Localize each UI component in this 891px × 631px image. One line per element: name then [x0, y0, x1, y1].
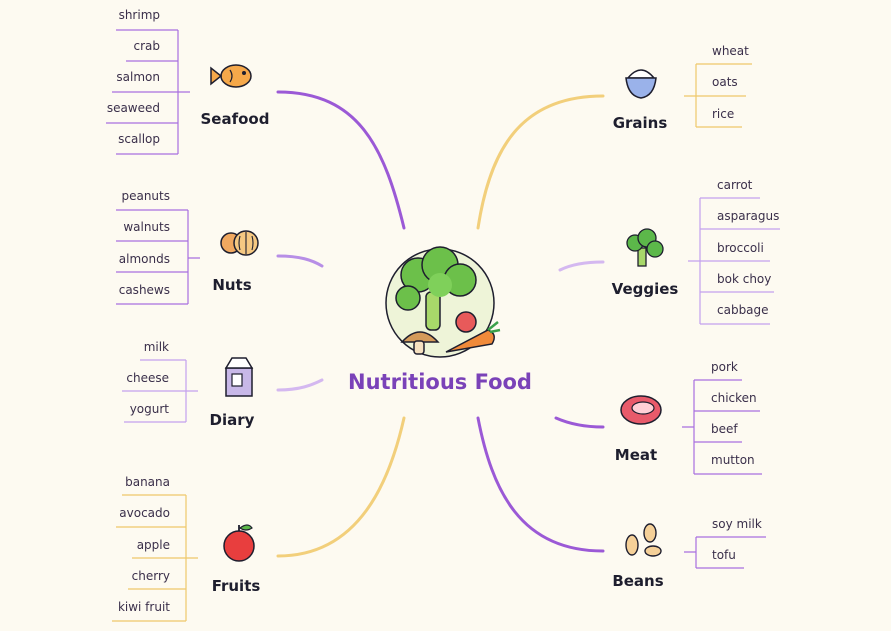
milk-carton-icon	[224, 357, 254, 397]
list-item: chicken	[711, 391, 757, 405]
list-item: oats	[712, 75, 738, 89]
central-veggie-illustration	[385, 246, 501, 358]
branch-seafood	[276, 90, 406, 230]
list-item: tofu	[712, 548, 736, 562]
list-item: mutton	[711, 453, 755, 467]
branch-fruits	[276, 416, 406, 558]
category-beans: Beans	[612, 572, 664, 590]
list-item: salmon	[116, 70, 160, 84]
category-veggies: Veggies	[611, 280, 679, 298]
branch-diary	[276, 378, 324, 392]
list-item: shrimp	[118, 8, 160, 22]
list-item: beef	[711, 422, 738, 436]
beans-icon	[625, 523, 662, 557]
category-nuts: Nuts	[212, 276, 252, 294]
apple-icon	[223, 524, 255, 562]
list-item: pork	[711, 360, 738, 374]
broccoli-icon	[626, 228, 664, 267]
rice-bowl-icon	[625, 69, 657, 99]
branch-grains	[476, 94, 605, 230]
category-grains: Grains	[612, 114, 668, 132]
nut-icon	[220, 230, 259, 256]
category-fruits: Fruits	[211, 577, 261, 595]
central-topic-title: Nutritious Food	[348, 370, 532, 394]
list-item: asparagus	[717, 209, 780, 223]
list-item: banana	[125, 475, 170, 489]
list-item: avocado	[119, 506, 170, 520]
list-item: seaweed	[106, 101, 160, 115]
fish-icon	[210, 64, 252, 88]
list-item: walnuts	[123, 220, 170, 234]
list-item: scallop	[118, 132, 160, 146]
list-item: cherry	[131, 569, 170, 583]
branch-veggies	[558, 260, 605, 272]
list-item: crab	[133, 39, 160, 53]
steak-icon	[620, 395, 662, 425]
list-item: carrot	[717, 178, 753, 192]
list-item: milk	[143, 340, 169, 354]
list-item: cabbage	[717, 303, 769, 317]
list-item: cheese	[126, 371, 169, 385]
list-item: wheat	[712, 44, 749, 58]
category-diary: Diary	[209, 411, 255, 429]
list-item: yogurt	[129, 402, 169, 416]
subtree-lines-right	[682, 63, 780, 569]
main-branches	[276, 90, 605, 558]
subtree-lines-left	[106, 29, 200, 622]
list-item: cashews	[118, 283, 170, 297]
list-item: kiwi fruit	[117, 600, 170, 614]
branch-beans	[476, 416, 605, 553]
list-item: almonds	[118, 252, 170, 266]
list-item: broccoli	[717, 241, 764, 255]
category-meat: Meat	[614, 446, 658, 464]
branch-meat	[554, 416, 605, 429]
branch-nuts	[276, 254, 324, 268]
list-item: rice	[712, 107, 735, 121]
list-item: apple	[136, 538, 170, 552]
category-seafood: Seafood	[200, 110, 270, 128]
list-item: bok choy	[717, 272, 772, 286]
list-item: soy milk	[712, 517, 762, 531]
list-item: peanuts	[121, 189, 170, 203]
